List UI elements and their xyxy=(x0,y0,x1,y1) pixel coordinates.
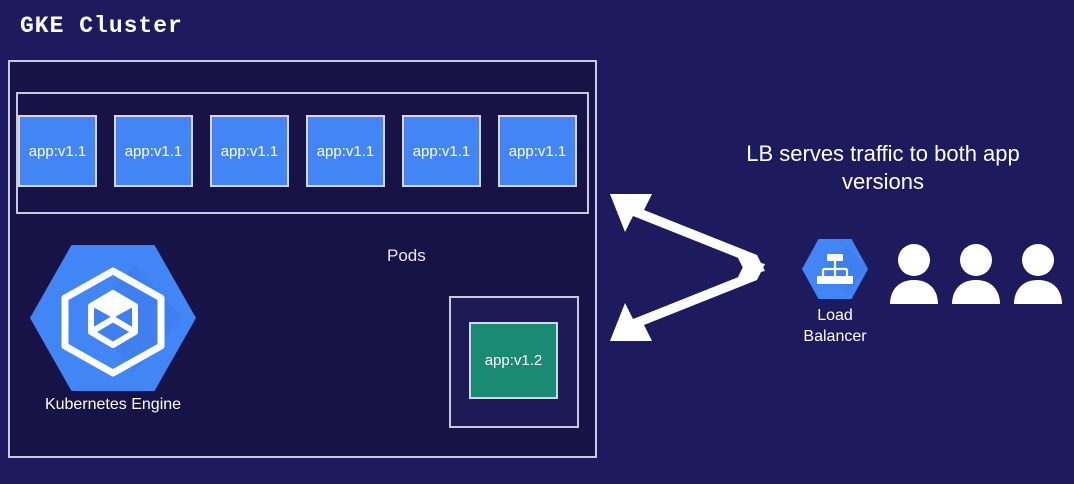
pods-strip-boundary xyxy=(16,92,589,214)
kubernetes-engine-hexagon-icon xyxy=(30,245,196,391)
pod-app-v11[interactable]: app:v1.1 xyxy=(114,115,193,187)
lb-caption: LB serves traffic to both app versions xyxy=(706,140,1060,196)
kubernetes-engine-label: Kubernetes Engine xyxy=(44,396,182,413)
pod-app-v12[interactable]: app:v1.2 xyxy=(469,322,558,399)
lb-traffic-arrows xyxy=(610,194,765,341)
load-balancer-label-line2: Balancer xyxy=(803,328,867,345)
load-balancer-hexagon-icon xyxy=(802,239,868,299)
pod-app-v11[interactable]: app:v1.1 xyxy=(498,115,577,187)
pod-app-v11[interactable]: app:v1.1 xyxy=(18,115,97,187)
user-icon xyxy=(1014,244,1062,304)
load-balancer-label: Load Balancer xyxy=(781,305,889,347)
page-title: GKE Cluster xyxy=(20,13,183,39)
arrow-up-left-icon xyxy=(610,194,765,277)
kubernetes-engine-group[interactable]: Kubernetes Engine xyxy=(22,243,204,431)
users-group xyxy=(890,244,1062,304)
load-balancer-group[interactable]: Load Balancer xyxy=(787,238,883,358)
pod-app-v11[interactable]: app:v1.1 xyxy=(210,115,289,187)
user-icon xyxy=(890,244,938,304)
load-balancer-label-line1: Load xyxy=(817,307,853,324)
pod-app-v11[interactable]: app:v1.1 xyxy=(402,115,481,187)
arrow-down-left-icon xyxy=(610,258,765,341)
user-icon xyxy=(952,244,1000,304)
pod-app-v11[interactable]: app:v1.1 xyxy=(306,115,385,187)
lb-caption-line2: versions xyxy=(842,169,924,194)
lb-caption-line1: LB serves traffic to both app xyxy=(746,141,1020,166)
pods-label: Pods xyxy=(387,246,426,265)
